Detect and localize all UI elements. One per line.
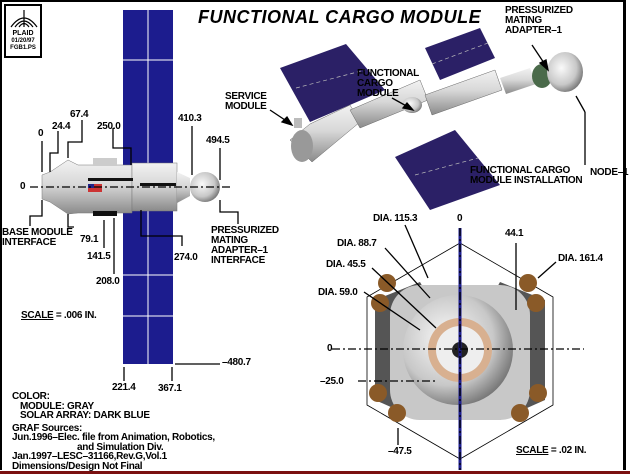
color-array: SOLAR ARRAY: DARK BLUE — [20, 410, 150, 421]
end-scale-word: SCALE — [516, 445, 549, 456]
plaid-logo: PLAID 01/20/97 FGB1.PS — [4, 4, 42, 58]
logo-date: 01/20/97 — [11, 38, 35, 44]
dim-141-5: 141.5 — [87, 251, 111, 262]
not-final-note: Dimensions/Design Not Final — [12, 460, 143, 472]
dim-480-7: –480.7 — [222, 357, 251, 368]
end-top-zero: 0 — [457, 213, 463, 224]
sm-line2: MODULE — [225, 101, 267, 112]
axis-zero-label: 0 — [20, 181, 26, 192]
node-1-label: NODE–1 — [590, 167, 629, 178]
base-label-line2: INTERFACE — [2, 237, 56, 248]
pma-line3: ADAPTER–1 — [211, 245, 268, 256]
dim-minus-47-5: –47.5 — [388, 446, 412, 457]
end-left-zero: 0 — [327, 343, 333, 354]
logo-name: PLAID — [12, 30, 34, 37]
side-scale: SCALE = .006 IN. — [21, 311, 97, 321]
dia-161-4: DIA. 161.4 — [558, 253, 603, 264]
caption-line1: FUNCTIONAL CARGO — [470, 165, 571, 176]
dim-221-4: 221.4 — [112, 382, 136, 393]
bottom-border — [0, 471, 630, 474]
dim-208: 208.0 — [96, 276, 120, 287]
dim-44-1: 44.1 — [505, 228, 524, 239]
dim-250: 250.0 — [97, 121, 121, 132]
color-heading: COLOR: — [12, 391, 50, 402]
dimension-leaders — [29, 120, 239, 381]
source-1: Jun.1996–Elec. file from Animation, Robo… — [12, 432, 215, 443]
pma-top-line3: ADAPTER–1 — [505, 25, 562, 36]
pma-line1: PRESSURIZED — [211, 225, 279, 236]
pma-line4: INTERFACE — [211, 255, 265, 266]
pma-top-line2: MATING — [505, 15, 542, 26]
dim-367-1: 367.1 — [158, 383, 182, 394]
color-module: MODULE: GRAY — [20, 400, 94, 412]
dia-115-3: DIA. 115.3 — [373, 213, 418, 224]
dim-79-1: 79.1 — [80, 234, 99, 245]
dim-494-5: 494.5 — [206, 135, 230, 146]
dim-0: 0 — [38, 128, 44, 139]
scale-value: = .006 IN. — [55, 310, 97, 321]
dim-410-3: 410.3 — [178, 113, 202, 124]
fcm-line2: CARGO — [357, 78, 393, 89]
logo-file: FGB1.PS — [10, 45, 36, 51]
scale-word: SCALE — [21, 310, 54, 321]
caption-line2: MODULE INSTALLATION — [470, 175, 583, 186]
dia-45-5: DIA. 45.5 — [326, 259, 366, 270]
end-scale: SCALE = .02 IN. — [516, 445, 587, 456]
pma-top-line1: PRESSURIZED — [505, 5, 573, 16]
end-scale-value: = .02 IN. — [550, 445, 587, 456]
end-view — [332, 224, 584, 470]
dia-59-0: DIA. 59.0 — [318, 287, 358, 298]
logo-mark-icon — [10, 10, 38, 28]
sources-heading: GRAF Sources: — [12, 422, 83, 434]
page-title: FUNCTIONAL CARGO MODULE — [198, 7, 482, 27]
dim-67-4: 67.4 — [70, 109, 89, 120]
base-label-line1: BASE MODULE — [2, 227, 73, 238]
dim-24-4: 24.4 — [52, 121, 71, 132]
installation-view — [280, 28, 583, 210]
dim-minus-25: –25.0 — [320, 376, 344, 387]
installation-leaders — [269, 44, 586, 165]
sm-line1: SERVICE — [225, 91, 267, 102]
dim-274: 274.0 — [174, 252, 198, 263]
pma-line2: MATING — [211, 235, 248, 246]
fcm-line3: MODULE — [357, 88, 399, 99]
dia-88-7: DIA. 88.7 — [337, 238, 377, 249]
source-2: Jan.1997–LESC–31166,Rev.G,Vol.1 — [12, 451, 167, 462]
fcm-line1: FUNCTIONAL — [357, 68, 419, 79]
source-1-cont: and Simulation Div. — [77, 441, 164, 453]
